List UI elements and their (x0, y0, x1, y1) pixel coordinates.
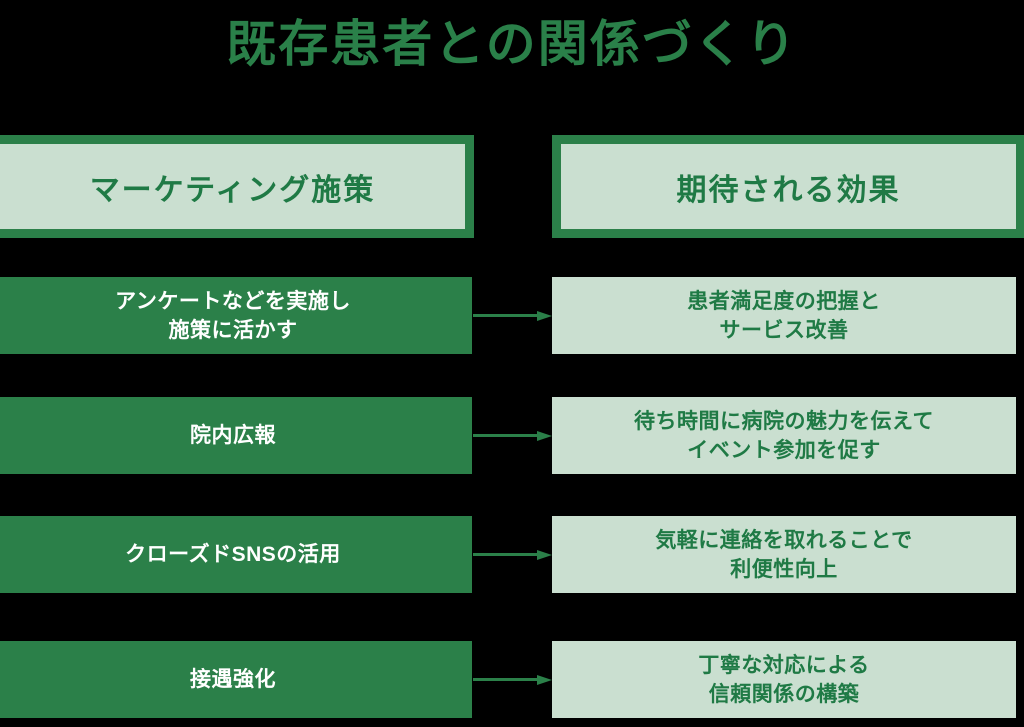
column-header-effects: 期待される効果 (552, 135, 1024, 238)
arrow-right-icon-3 (473, 550, 552, 560)
arrow-head (537, 431, 552, 441)
measure-cell-4: 接遇強化 (0, 641, 472, 718)
effect-cell-4-line1: 丁寧な対応による (698, 653, 870, 677)
column-header-measures-inner: マーケティング施策 (0, 144, 465, 229)
effect-cell-1-line2: サービス改善 (719, 318, 849, 342)
table-row: 院内広報 待ち時間に病院の魅力を伝えて イベント参加を促す (0, 397, 1024, 474)
column-header-effects-inner: 期待される効果 (561, 144, 1016, 229)
effect-cell-2: 待ち時間に病院の魅力を伝えて イベント参加を促す (552, 397, 1016, 474)
arrow-right-icon-4 (473, 675, 552, 685)
effect-cell-2-line1: 待ち時間に病院の魅力を伝えて (634, 409, 934, 433)
effect-cell-1-line1: 患者満足度の把握と (687, 289, 881, 313)
measure-cell-2: 院内広報 (0, 397, 472, 474)
column-header-effects-label: 期待される効果 (676, 173, 901, 207)
column-header-measures-label: マーケティング施策 (89, 173, 376, 207)
effect-cell-1: 患者満足度の把握と サービス改善 (552, 277, 1016, 354)
table-row: クローズドSNSの活用 気軽に連絡を取れることで 利便性向上 (0, 516, 1024, 593)
arrow-shaft (473, 678, 539, 681)
measure-cell-3-line1: クローズドSNSの活用 (125, 543, 341, 566)
arrow-shaft (473, 553, 539, 556)
arrow-right-icon-2 (473, 431, 552, 441)
effect-cell-4: 丁寧な対応による 信頼関係の構築 (552, 641, 1016, 718)
measure-cell-1-line1: アンケートなどを実施し (115, 289, 351, 313)
measure-cell-1: アンケートなどを実施し 施策に活かす (0, 277, 472, 354)
table-row: 接遇強化 丁寧な対応による 信頼関係の構築 (0, 641, 1024, 718)
page-title: 既存患者との関係づくり (226, 16, 798, 72)
arrow-right-icon-1 (473, 311, 552, 321)
effect-cell-3-line2: 利便性向上 (730, 557, 838, 581)
table-row: アンケートなどを実施し 施策に活かす 患者満足度の把握と サービス改善 (0, 277, 1024, 354)
effect-cell-2-line2: イベント参加を促す (687, 438, 881, 462)
measure-cell-3: クローズドSNSの活用 (0, 516, 472, 593)
arrow-head (537, 675, 552, 685)
measure-cell-2-line1: 院内広報 (190, 424, 276, 447)
arrow-shaft (473, 434, 539, 437)
effect-cell-3-line1: 気軽に連絡を取れることで (655, 528, 913, 552)
arrow-head (537, 550, 552, 560)
measure-cell-1-line2: 施策に活かす (168, 318, 298, 342)
measure-cell-4-line1: 接遇強化 (190, 668, 276, 691)
effect-cell-3: 気軽に連絡を取れることで 利便性向上 (552, 516, 1016, 593)
arrow-shaft (473, 314, 539, 317)
effect-cell-4-line2: 信頼関係の構築 (708, 682, 860, 706)
arrow-head (537, 311, 552, 321)
column-header-measures: マーケティング施策 (0, 135, 474, 238)
